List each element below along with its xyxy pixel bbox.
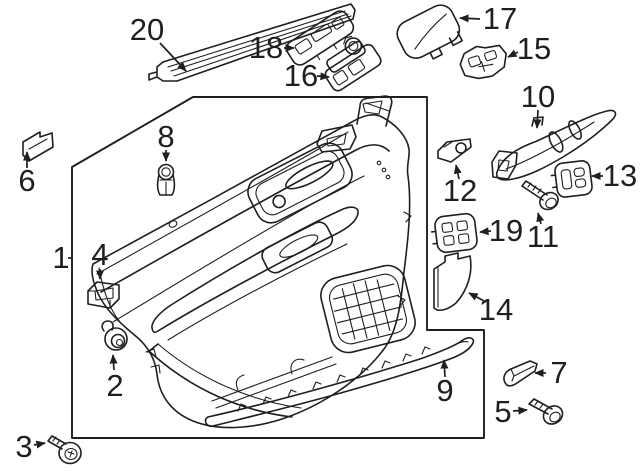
callout-13-number: 13 <box>603 158 637 193</box>
callout-14: 14 <box>468 292 513 327</box>
part-2-pushpin-drawing <box>101 320 128 351</box>
part-10-handle-trim-drawing <box>491 109 617 181</box>
part-7-bracket-drawing <box>503 360 538 387</box>
callout-20: 20 <box>130 12 187 72</box>
callout-13: 13 <box>591 158 637 193</box>
callout-8: 8 <box>157 119 175 162</box>
callout-2-arrow <box>109 354 118 371</box>
callout-2: 2 <box>106 354 124 403</box>
callout-12: 12 <box>443 164 477 208</box>
callout-4-number: 4 <box>91 237 108 272</box>
callout-5-arrow <box>512 406 528 415</box>
callout-12-number: 12 <box>443 173 477 208</box>
callout-3-number: 3 <box>15 429 32 464</box>
part-20-weatherstrip-drawing <box>148 3 356 82</box>
part-14-flap-drawing <box>433 252 472 312</box>
callout-20-number: 20 <box>130 12 164 47</box>
callout-10-number: 10 <box>521 79 555 114</box>
callout-1-number: 1 <box>52 240 69 275</box>
part-5-screw-drawing <box>528 398 564 425</box>
callout-5: 5 <box>494 394 528 429</box>
callout-7-number: 7 <box>550 355 567 390</box>
callout-9: 9 <box>436 359 454 408</box>
part-11-bolt-drawing <box>521 180 559 211</box>
callout-2-number: 2 <box>106 368 123 403</box>
callout-19-number: 19 <box>489 213 523 248</box>
part-3-screw-drawing <box>47 435 82 465</box>
part-9-moulding-drawing <box>204 337 475 428</box>
callout-3: 3 <box>15 429 46 464</box>
callout-7: 7 <box>534 355 568 390</box>
callout-15-number: 15 <box>517 31 551 66</box>
part-4-clip-drawing <box>87 281 120 309</box>
callout-5-number: 5 <box>494 394 511 429</box>
callout-17-arrow <box>459 14 481 23</box>
callout-19: 19 <box>479 213 523 248</box>
callout-17-number: 17 <box>483 1 517 36</box>
callout-16-number: 16 <box>284 58 318 93</box>
callout-16: 16 <box>284 58 330 93</box>
callout-14-arrow <box>468 292 487 303</box>
callout-6: 6 <box>18 151 36 198</box>
part-15-switch-drawing <box>459 44 508 80</box>
callout-16-arrow <box>316 72 330 81</box>
part-8-retainer-drawing <box>156 163 176 196</box>
part-12-plate-drawing <box>437 138 472 163</box>
callout-18-number: 18 <box>249 30 283 65</box>
callout-3-arrow <box>33 440 46 449</box>
part-19-switch-drawing <box>430 212 478 254</box>
callout-4: 4 <box>91 237 109 280</box>
callout-9-number: 9 <box>436 373 453 408</box>
callout-15: 15 <box>507 31 551 66</box>
callout-9-arrow <box>440 359 449 378</box>
callout-8-number: 8 <box>157 119 174 154</box>
door-trim-panel-drawing <box>91 95 416 429</box>
callout-14-number: 14 <box>479 292 513 327</box>
callout-10-arrow <box>533 109 542 129</box>
part-17-cover-drawing <box>396 4 463 60</box>
callout-11-number: 11 <box>527 219 559 254</box>
callout-12-arrow <box>453 164 462 180</box>
part-16-window-switch-drawing <box>324 35 382 92</box>
callout-6-number: 6 <box>18 163 35 198</box>
callout-20-arrow <box>159 42 187 72</box>
callout-17: 17 <box>459 1 517 36</box>
callout-19-arrow <box>479 227 492 236</box>
callout-1: 1 <box>52 240 73 275</box>
part-18-bezel-drawing <box>285 10 355 66</box>
callout-15-arrow <box>507 49 519 58</box>
callout-11-arrow <box>536 212 545 225</box>
callout-18: 18 <box>249 30 295 65</box>
part-1-assembly-box <box>71 96 485 439</box>
callout-11: 11 <box>527 212 559 254</box>
part-13-switch-drawing <box>550 160 593 198</box>
callout-10: 10 <box>521 79 555 129</box>
